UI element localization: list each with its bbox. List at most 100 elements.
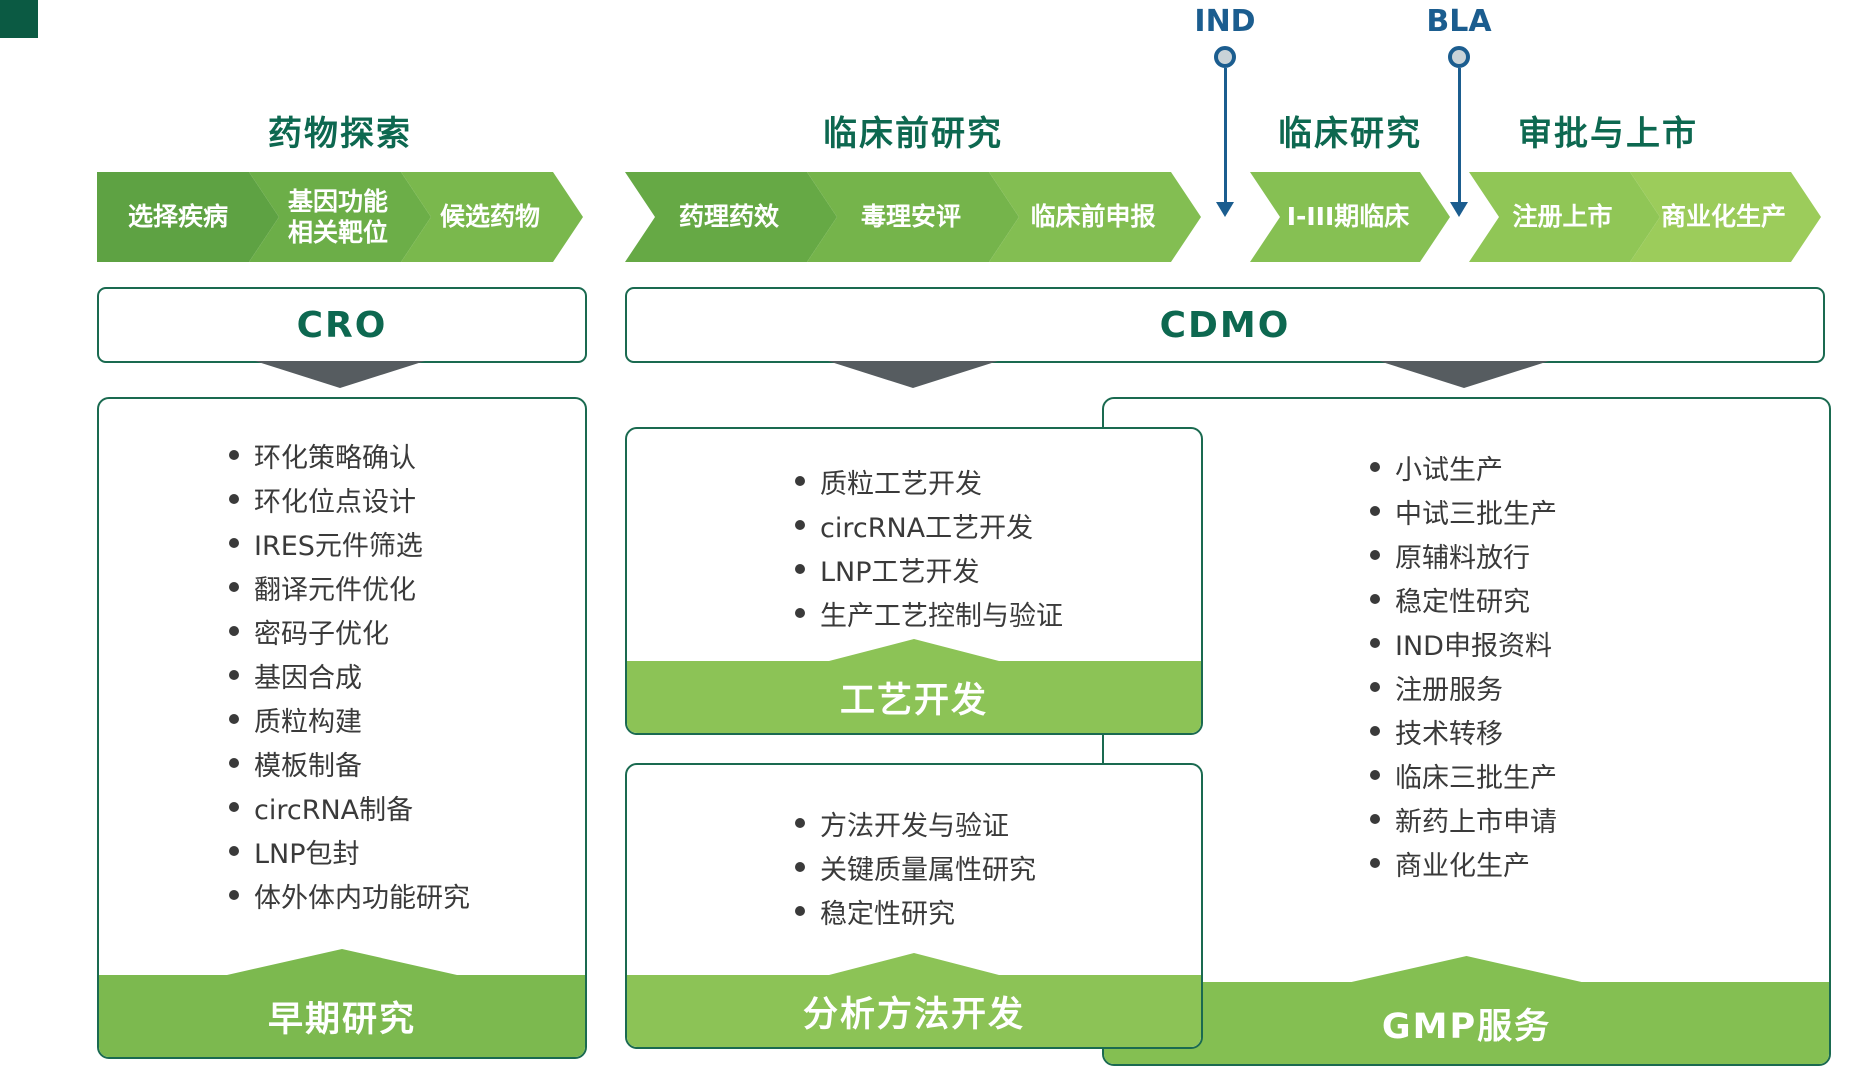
list-item-text: 翻译元件优化 [254,574,416,606]
bullet-icon [1370,462,1380,472]
bla-arrowhead-icon [1450,202,1468,217]
list-item: 环化位点设计 [229,477,585,521]
bullet-icon [1370,858,1380,868]
list-item: 技术转移 [1370,709,1829,753]
pipeline-step-toxicology: 毒理安评 [807,172,1019,262]
pipeline-step-pharmacology: 药理药效 [625,172,837,262]
list-item-text: 基因合成 [254,662,362,694]
bla-label: BLA [1426,4,1492,39]
down-arrow-icon-cro [255,361,425,388]
bullet-icon [229,758,239,768]
list-item: 商业化生产 [1370,841,1829,885]
list-item-text: 质粒工艺开发 [820,468,982,500]
milestone-bla: BLA [1399,4,1519,217]
list-item: 小试生产 [1370,445,1829,489]
gmp-services-list: 小试生产 中试三批生产 原辅料放行 稳定性研究 IND申报资料 注册服务 技术转… [1104,445,1829,885]
analytical-dev-list: 方法开发与验证 关键质量属性研究 稳定性研究 [627,801,1201,933]
corner-decoration [0,0,38,38]
list-item-text: 临床三批生产 [1395,762,1557,794]
bullet-icon [1370,506,1380,516]
ind-arrow-line [1223,68,1227,202]
phase-header-preclinical: 临床前研究 [823,114,1003,154]
list-item: 体外体内功能研究 [229,873,585,917]
phase-header-clinical: 临床研究 [1278,114,1422,154]
list-item: 新药上市申请 [1370,797,1829,841]
list-item: 生产工艺控制与验证 [795,591,1201,635]
phase-header-approval: 审批与上市 [1518,114,1698,154]
list-item: LNP工艺开发 [795,547,1201,591]
gmp-services-box: 小试生产 中试三批生产 原辅料放行 稳定性研究 IND申报资料 注册服务 技术转… [1102,397,1831,1066]
list-item: 基因合成 [229,653,585,697]
list-item-text: 中试三批生产 [1395,498,1557,530]
bullet-icon [229,890,239,900]
list-item: LNP包封 [229,829,585,873]
list-item: 质粒工艺开发 [795,459,1201,503]
down-arrow-icon-cdmo-right [1379,361,1549,388]
list-item-text: 稳定性研究 [820,898,955,930]
bullet-icon [1370,770,1380,780]
bullet-icon [1370,682,1380,692]
bla-arrow-line [1457,68,1461,202]
list-item: 临床三批生产 [1370,753,1829,797]
list-item-text: 生产工艺控制与验证 [820,600,1063,632]
bullet-icon [229,494,239,504]
bullet-icon [795,608,805,618]
list-item-text: LNP包封 [254,838,360,870]
cdmo-bar: CDMO [625,287,1825,363]
bla-marker-icon [1448,46,1470,68]
list-item: 模板制备 [229,741,585,785]
bullet-icon [229,670,239,680]
bullet-icon [1370,814,1380,824]
bullet-icon [795,818,805,828]
milestone-ind: IND [1165,4,1285,217]
process-dev-list: 质粒工艺开发 circRNA工艺开发 LNP工艺开发 生产工艺控制与验证 [627,459,1201,635]
list-item: 中试三批生产 [1370,489,1829,533]
process-dev-box: 质粒工艺开发 circRNA工艺开发 LNP工艺开发 生产工艺控制与验证 工艺开… [625,427,1203,735]
bullet-icon [1370,638,1380,648]
list-item: 环化策略确认 [229,433,585,477]
list-item-text: 稳定性研究 [1395,586,1530,618]
ind-arrowhead-icon [1216,202,1234,217]
pipeline-step-gene-target: 基因功能 相关靶位 [249,172,431,262]
bullet-icon [795,476,805,486]
list-item: 关键质量属性研究 [795,845,1201,889]
bullet-icon [229,450,239,460]
list-item-text: 商业化生产 [1395,850,1530,882]
list-item: 密码子优化 [229,609,585,653]
list-item-text: 小试生产 [1395,454,1503,486]
list-item: 注册服务 [1370,665,1829,709]
bullet-icon [795,862,805,872]
early-research-banner: 早期研究 [99,949,585,1057]
bullet-icon [229,582,239,592]
list-item-text: 质粒构建 [254,706,362,738]
analytical-dev-box: 方法开发与验证 关键质量属性研究 稳定性研究 分析方法开发 [625,763,1203,1049]
ind-marker-icon [1214,46,1236,68]
list-item-text: circRNA工艺开发 [820,512,1034,544]
pipeline-step-registration: 注册上市 [1469,172,1660,262]
bullet-icon [1370,726,1380,736]
list-item: 方法开发与验证 [795,801,1201,845]
list-item-text: 环化策略确认 [254,442,416,474]
bullet-icon [795,520,805,530]
list-item-text: 体外体内功能研究 [254,882,470,914]
pipeline-step-preclinical-filing: 临床前申报 [989,172,1201,262]
pipeline-step-candidate-drug: 候选药物 [401,172,583,262]
analytical-dev-banner: 分析方法开发 [627,953,1201,1047]
list-item: circRNA制备 [229,785,585,829]
pipeline-step-clinical-trials: I-III期临床 [1250,172,1450,262]
down-arrow-icon-cdmo-left [828,361,998,388]
pipeline-step-select-disease: 选择疾病 [97,172,279,262]
list-item: 稳定性研究 [1370,577,1829,621]
bullet-icon [795,906,805,916]
ind-label: IND [1194,4,1256,39]
bullet-icon [229,626,239,636]
list-item: 稳定性研究 [795,889,1201,933]
bullet-icon [229,846,239,856]
bullet-icon [229,538,239,548]
list-item-text: IRES元件筛选 [254,530,423,562]
list-item-text: 技术转移 [1395,718,1503,750]
bullet-icon [1370,550,1380,560]
bullet-icon [795,564,805,574]
list-item-text: 模板制备 [254,750,362,782]
